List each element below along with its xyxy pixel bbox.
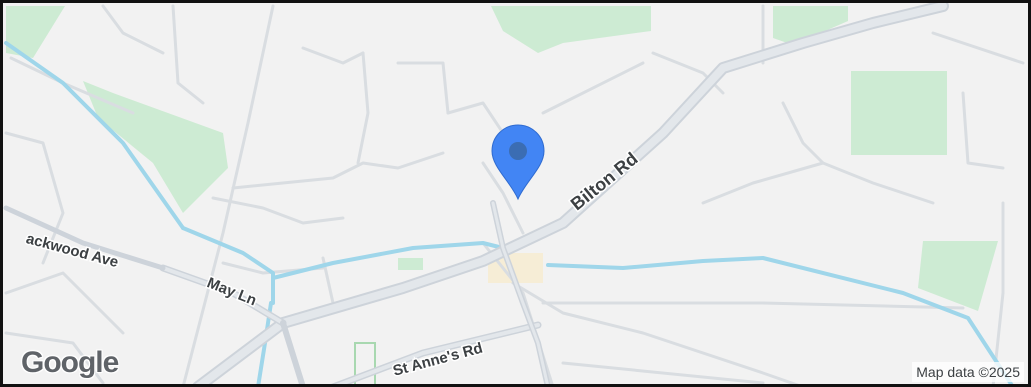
minor-road xyxy=(481,161,525,235)
minor-road xyxy=(561,361,765,384)
park-area xyxy=(918,241,998,311)
minor-road xyxy=(961,91,1005,170)
park-area xyxy=(6,6,65,58)
minor-road xyxy=(4,131,65,265)
may-ln-label: May Ln xyxy=(205,274,259,309)
bilton-rd-road xyxy=(195,3,947,384)
park-area xyxy=(851,71,947,155)
park-area xyxy=(773,6,848,45)
park-area xyxy=(491,6,651,53)
minor-road xyxy=(9,56,135,115)
park-area xyxy=(83,81,228,213)
bilton-rd-label: Bilton Rd xyxy=(567,148,642,214)
minor-road xyxy=(701,161,935,205)
minor-road xyxy=(991,201,1005,384)
st-annes-rd-road xyxy=(280,320,306,384)
minor-road xyxy=(781,101,825,165)
parks xyxy=(6,6,998,384)
map-attribution[interactable]: Map data ©2025 xyxy=(912,362,1024,382)
minor-road xyxy=(211,196,345,225)
water-line xyxy=(271,241,505,280)
map-canvas[interactable]: Bilton Rd ackwood Ave May Ln St Anne's R… xyxy=(3,3,1031,387)
minor-road xyxy=(651,51,725,95)
st-annes-rd-road xyxy=(335,323,540,384)
minor-road xyxy=(446,101,505,135)
major-roads xyxy=(3,3,949,384)
park-area xyxy=(398,258,423,270)
side-road xyxy=(491,201,549,384)
location-pin-icon[interactable] xyxy=(491,124,545,201)
water-line xyxy=(4,41,185,230)
minor-road xyxy=(301,46,365,65)
minor-road xyxy=(171,4,205,105)
minor-road xyxy=(4,331,105,384)
minor-road xyxy=(182,4,275,384)
st-annes-rd-label: St Anne's Rd xyxy=(391,340,484,380)
water-line xyxy=(546,256,1014,384)
minor-road xyxy=(4,271,125,335)
side-road xyxy=(3,205,166,271)
minor-road xyxy=(541,61,645,115)
minor-road xyxy=(231,151,445,190)
may-ln-road xyxy=(161,266,285,325)
minor-road xyxy=(541,301,965,310)
park-area xyxy=(354,342,376,384)
google-logo: Google xyxy=(21,346,119,379)
minor-road xyxy=(396,61,450,115)
minor-road xyxy=(101,4,165,55)
minor-road xyxy=(931,31,1025,65)
water-line xyxy=(181,226,275,305)
minor-road xyxy=(356,51,370,165)
